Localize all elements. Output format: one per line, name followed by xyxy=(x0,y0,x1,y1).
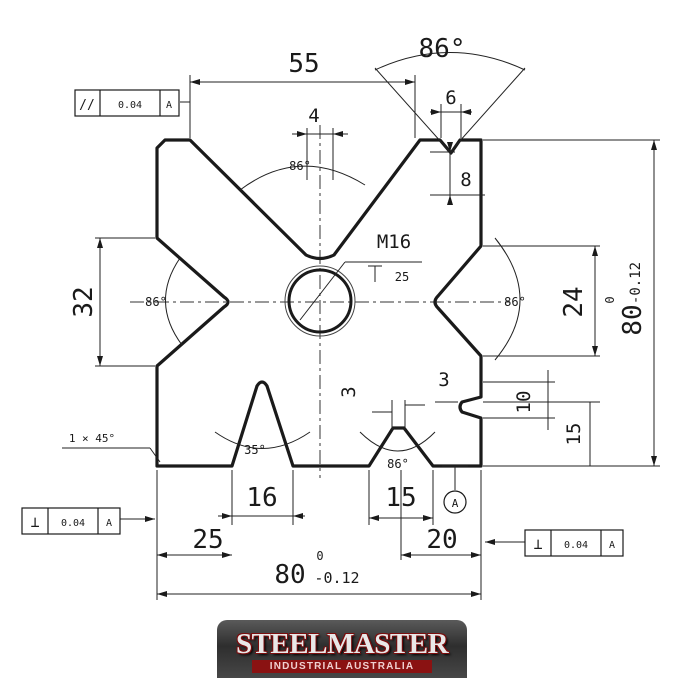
dim-bottom-15: 15 xyxy=(385,483,416,513)
technical-drawing: A // 0.04 A ⊥ 0.04 A ⊥ 0.04 A 55 4 86° 6… xyxy=(21,34,660,600)
dim-offset-15: 15 xyxy=(563,423,585,446)
dim-left-height: 32 xyxy=(69,286,99,317)
thread-circle xyxy=(284,265,356,337)
dim-overall-height-tol-upper: 0 xyxy=(603,296,617,303)
dim-right-height: 24 xyxy=(559,286,589,317)
v-block-outline xyxy=(155,138,483,468)
angle-left-v: 86° xyxy=(145,295,167,309)
dim-notch-top-width: 4 xyxy=(308,105,319,127)
dim-thread: M16 xyxy=(377,231,411,253)
gdt-parallel-frame: // 0.04 A xyxy=(74,89,180,117)
gdt-perp-left-frame: ⊥ 0.04 A xyxy=(21,507,121,535)
dim-overall-height: 80 xyxy=(618,304,648,335)
dim-bottom-20: 20 xyxy=(426,525,457,555)
angle-bottom-left-v: 35° xyxy=(244,443,266,457)
parallel-datum: A xyxy=(166,100,172,111)
perp-left-value: 0.04 xyxy=(61,518,85,529)
dimension-lines xyxy=(62,52,660,600)
brand-logo: STEELMASTER INDUSTRIAL AUSTRALIA xyxy=(217,620,467,678)
parallel-symbol: // xyxy=(79,98,95,113)
arrowheads xyxy=(97,79,657,597)
dim-gap-right: 3 xyxy=(438,369,449,391)
perp-left-datum: A xyxy=(106,518,112,529)
dim-bottom-25: 25 xyxy=(192,525,223,555)
dim-overall-width: 80 xyxy=(274,560,305,590)
datum-a-label: A xyxy=(452,497,459,510)
dim-offset-10: 10 xyxy=(513,391,535,414)
dim-chamfer: 1 × 45° xyxy=(69,432,115,445)
angle-top-v: 86° xyxy=(289,159,311,173)
perp-right-value: 0.04 xyxy=(564,540,588,551)
perp-left-symbol: ⊥ xyxy=(30,513,39,531)
dim-bottom-16: 16 xyxy=(246,483,277,513)
angle-right-v: 86° xyxy=(504,295,526,309)
dim-thread-depth: 25 xyxy=(395,270,409,284)
brand-name: STEELMASTER xyxy=(235,628,449,660)
center-lines xyxy=(130,125,510,478)
dim-top-right-angle: 86° xyxy=(419,34,466,64)
dim-overall-height-tol-lower: -0.12 xyxy=(628,262,644,304)
dim-slot-width: 6 xyxy=(445,87,456,109)
perp-right-datum: A xyxy=(609,540,615,551)
dim-overall-width-tol-lower: -0.12 xyxy=(314,569,359,587)
datum-a-circle xyxy=(443,490,467,514)
dim-gap-left: 3 xyxy=(338,386,360,397)
brand-tagline: INDUSTRIAL AUSTRALIA xyxy=(252,660,432,673)
parallel-value: 0.04 xyxy=(118,100,142,111)
threaded-hole xyxy=(287,268,353,334)
dim-slot-depth: 8 xyxy=(460,169,471,191)
angle-bottom-right-v: 86° xyxy=(387,457,409,471)
perp-right-symbol: ⊥ xyxy=(533,535,542,553)
dim-overall-width-tol-upper: 0 xyxy=(316,549,323,563)
dim-top-width: 55 xyxy=(288,49,319,79)
gdt-perp-right-frame: ⊥ 0.04 A xyxy=(524,529,624,557)
